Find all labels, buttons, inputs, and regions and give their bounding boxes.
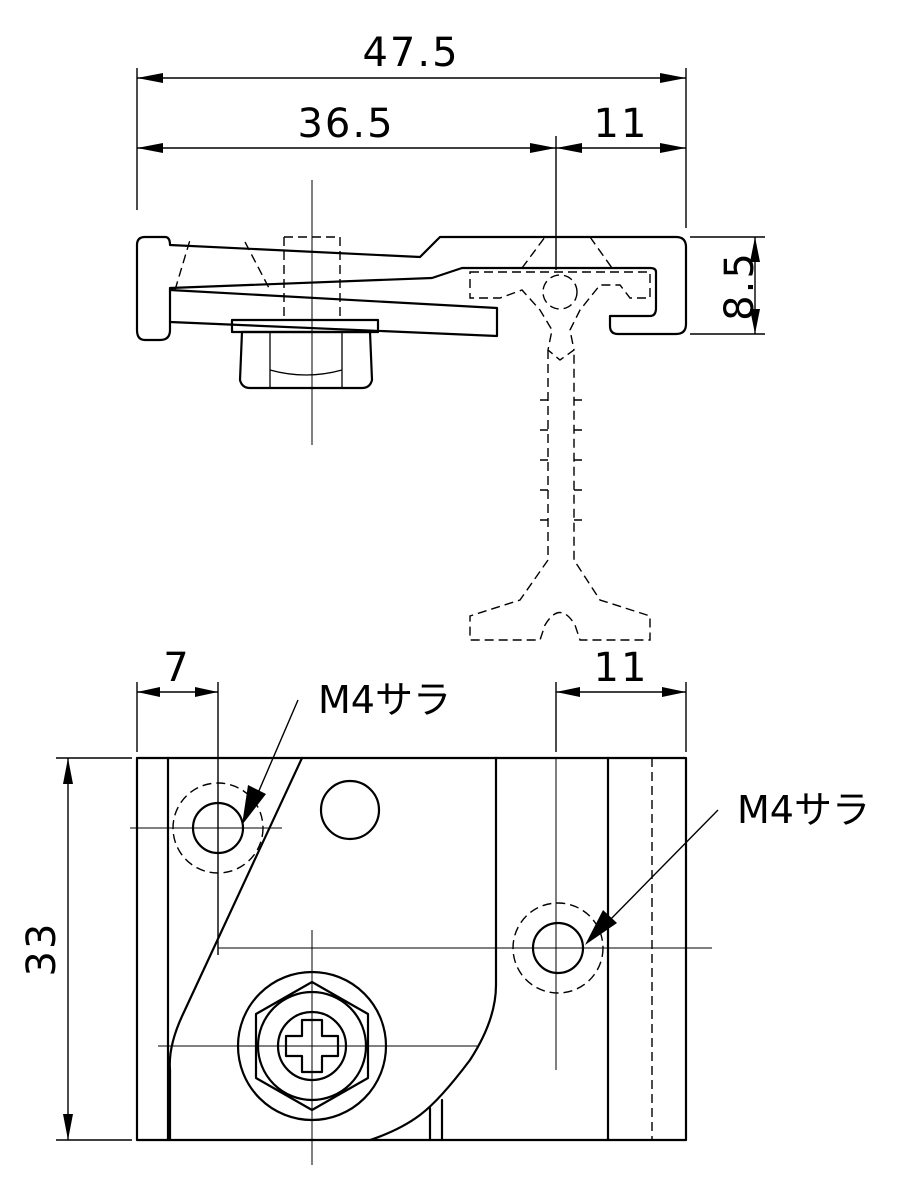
dim-label-8-5: 8.5 xyxy=(717,251,763,321)
dimension-plate-height: 33 xyxy=(19,757,132,1141)
extrusion-profile-hidden xyxy=(469,271,651,641)
phillips-cross xyxy=(284,1018,340,1074)
clamp-body-outline xyxy=(135,235,688,342)
dim-label-11-bottom: 11 xyxy=(594,645,649,691)
dim-label-47-5: 47.5 xyxy=(362,30,459,76)
dim-label-33: 33 xyxy=(19,922,65,977)
left-countersunk-hole xyxy=(130,780,282,876)
callout-right-hole: M4サラ xyxy=(585,788,870,945)
dim-label-7: 7 xyxy=(163,645,190,691)
lever-outline xyxy=(168,756,498,1142)
lever-plate xyxy=(168,288,499,338)
dimension-hole-offset-right: 11 xyxy=(555,645,687,752)
callout-left-label: M4サラ xyxy=(318,678,451,722)
plate-outline xyxy=(135,756,688,1142)
callout-left-hole: M4サラ xyxy=(242,678,451,825)
hex-nut-screw xyxy=(158,930,478,1165)
callout-right-label: M4サラ xyxy=(737,788,870,832)
top-view: 47.5 36.5 11 8.5 xyxy=(135,30,765,641)
dimension-body-width: 36.5 xyxy=(137,101,557,270)
plain-hole xyxy=(319,779,381,841)
dim-label-11-top: 11 xyxy=(594,101,649,147)
dimension-hole-offset-left: 7 xyxy=(136,645,219,955)
dim-label-36-5: 36.5 xyxy=(297,101,394,147)
dimension-overall-width: 47.5 xyxy=(136,30,687,228)
bottom-view: 7 11 33 xyxy=(19,645,870,1165)
dimension-height: 8.5 xyxy=(690,236,765,335)
right-countersunk-hole xyxy=(512,758,604,1070)
hex-nut-side xyxy=(238,330,374,390)
dimension-offset-right: 11 xyxy=(556,101,686,153)
